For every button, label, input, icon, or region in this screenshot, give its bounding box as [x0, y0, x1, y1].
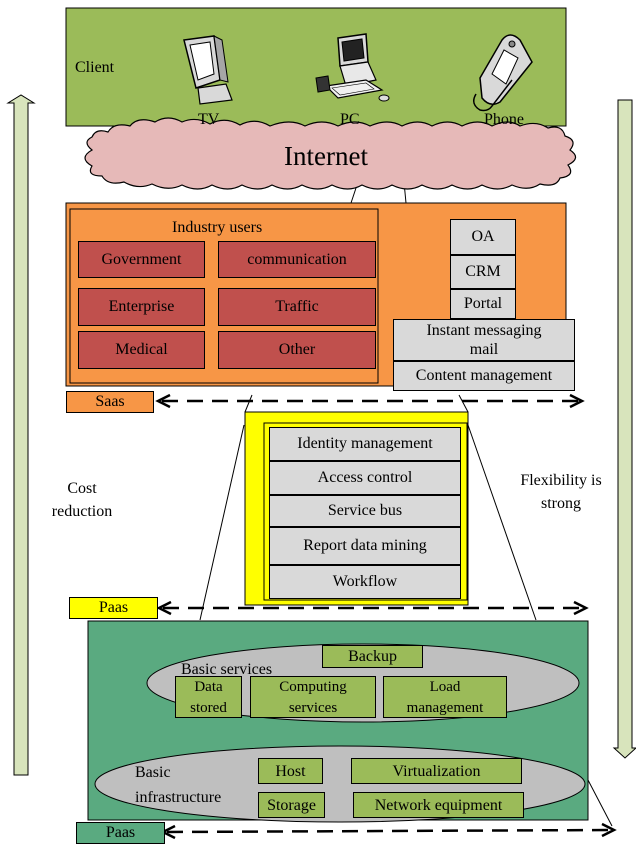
paas-access-control: Access control [269, 461, 461, 495]
client-label: Client [75, 59, 115, 76]
cost-label-line2: reduction [51, 503, 113, 520]
iaas-load-line2: management [406, 700, 484, 716]
connector-line [467, 424, 537, 621]
paas-flex-arrow [156, 600, 589, 616]
cost-label-line1: Cost [67, 480, 97, 497]
industry-item-government: Government [78, 241, 205, 278]
industry-item-traffic: Traffic [218, 288, 376, 326]
device-label-phone: Phone [484, 111, 524, 128]
internet-cloud [84, 117, 577, 190]
flexibility-label-line2: strong [541, 495, 581, 512]
iaas-backup: Backup [322, 645, 423, 668]
iaas-network-equipment: Network equipment [353, 792, 524, 818]
app-item-oa: OA [450, 219, 516, 255]
paas-workflow: Workflow [269, 565, 461, 599]
industry-users-title: Industry users [172, 219, 263, 236]
iaas-host: Host [258, 758, 323, 784]
iaas-load-management: Load management [383, 676, 507, 718]
paas-tag: Paas [69, 597, 158, 619]
industry-item-enterprise: Enterprise [78, 288, 205, 326]
flexibility-arrow [612, 99, 636, 759]
saas-tag: Saas [66, 391, 154, 413]
basic-services-label: Basic services [181, 661, 273, 678]
internet-label: Internet [284, 141, 368, 171]
iaas-data-stored-line2: stored [190, 700, 227, 716]
industry-item-communication: communication [218, 241, 376, 278]
app-item-content-management: Content management [393, 361, 575, 391]
saas-flex-arrow [155, 393, 585, 409]
connector-line [199, 424, 245, 621]
app-item-mail: mail [469, 341, 499, 358]
tv-monitor-icon [183, 35, 233, 105]
iaas-computing-line2: services [288, 700, 338, 716]
flexibility-label-line1: Flexibility is [520, 472, 602, 489]
connector-line [244, 394, 253, 413]
iaas-virtualization: Virtualization [351, 758, 522, 784]
paas-report-data-mining: Report data mining [269, 527, 461, 565]
industry-item-medical: Medical [78, 331, 205, 369]
app-item-portal: Portal [450, 289, 516, 319]
client-box [65, 7, 567, 127]
iaas-storage: Storage [258, 792, 325, 818]
iaas-flex-arrow [160, 822, 617, 840]
connector-line [587, 779, 613, 827]
device-label-tv: TV [198, 111, 220, 128]
iaas-tag: Paas [76, 822, 165, 844]
app-item-messaging-mail: Instant messaging mail [393, 319, 575, 361]
device-label-pc: PC [340, 111, 360, 128]
app-item-instant-messaging: Instant messaging [426, 322, 542, 339]
paas-service-bus: Service bus [269, 495, 461, 527]
cost-reduction-arrow [6, 94, 36, 776]
iaas-load-line1: Load [429, 679, 461, 695]
paas-identity-management: Identity management [269, 427, 461, 461]
desktop-pc-icon [315, 33, 390, 102]
industry-item-other: Other [218, 331, 376, 369]
app-item-crm: CRM [450, 255, 516, 289]
basic-infrastructure-label-1: Basic [135, 764, 171, 781]
iaas-data-stored-line1: Data [194, 679, 223, 695]
iaas-computing-services: Computing services [250, 676, 376, 718]
iaas-computing-line1: Computing [279, 679, 347, 695]
iaas-data-stored: Data stored [175, 676, 242, 718]
connector-line [458, 394, 469, 413]
flip-phone-icon [473, 34, 533, 112]
basic-infrastructure-label-2: infrastructure [135, 789, 222, 806]
